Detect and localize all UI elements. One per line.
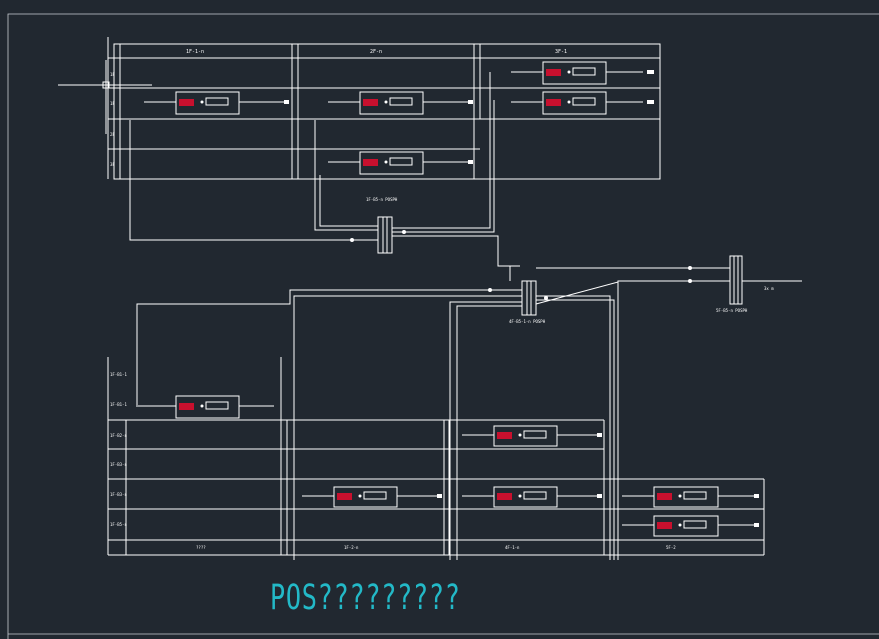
middle-wiring bbox=[136, 265, 619, 560]
device-unit[interactable] bbox=[328, 151, 473, 175]
device-unit[interactable] bbox=[511, 91, 654, 115]
hub-upper-label: 1F-B5-n POSPH bbox=[366, 197, 398, 202]
device-unit[interactable] bbox=[328, 91, 473, 115]
upper-frame: 1F-1-n 2F-n 3F-1 1F 1F 2F 3F bbox=[58, 37, 661, 180]
device-unit[interactable] bbox=[511, 61, 654, 85]
middle-hub[interactable]: 4F-B5-1-n POSPH bbox=[509, 280, 546, 324]
device-unit[interactable] bbox=[462, 486, 602, 508]
lower-frame: 1F-B1-1 1F-B1-1 1F-B2-n 1F-B3-n 1F-B3-n … bbox=[107, 357, 765, 556]
lower-col-footer-1: ???? bbox=[196, 545, 206, 550]
upper-col-header-1: 1F-1-n bbox=[186, 49, 204, 55]
hub-right-label: 5F-B5-n POSPH bbox=[716, 308, 748, 313]
right-hub[interactable]: 5F-B5-n POSPH 3x m bbox=[536, 255, 802, 313]
upper-col-header-2: 2F-n bbox=[370, 49, 382, 55]
lower-row-label-3: 1F-B2-n bbox=[110, 433, 127, 438]
device-unit[interactable] bbox=[136, 395, 274, 419]
device-unit[interactable] bbox=[302, 486, 442, 508]
lower-row-label-4: 1F-B3-n bbox=[110, 462, 127, 467]
page-title: POS????????? bbox=[270, 578, 461, 618]
lower-col-footer-4: 5F-2 bbox=[666, 545, 676, 550]
lower-row-label-6: 1F-B5-n bbox=[110, 522, 127, 527]
lower-col-footer-3: 4F-1-n bbox=[505, 545, 520, 550]
upper-row-label-3: 2F bbox=[110, 132, 115, 137]
lower-col-footer-2: 1F-2-n bbox=[344, 545, 359, 550]
upper-row-label-1: 1F bbox=[110, 72, 115, 77]
lower-row-label-2: 1F-B1-1 bbox=[110, 402, 127, 407]
device-unit[interactable] bbox=[144, 91, 289, 115]
right-out-label: 3x m bbox=[764, 286, 774, 291]
upper-col-header-3: 3F-1 bbox=[555, 49, 567, 55]
hub-lower-label: 4F-B5-1-n POSPH bbox=[509, 319, 546, 324]
device-unit[interactable] bbox=[622, 515, 759, 537]
upper-hub[interactable]: 1F-B5-n POSPH bbox=[366, 197, 398, 254]
lower-row-label-5: 1F-B3-n bbox=[110, 492, 127, 497]
device-unit[interactable] bbox=[462, 425, 602, 447]
lower-row-label-1: 1F-B1-1 bbox=[110, 372, 127, 377]
upper-row-label-2: 1F bbox=[110, 101, 115, 106]
drawing-border bbox=[7, 13, 879, 639]
device-unit[interactable] bbox=[622, 486, 759, 508]
upper-row-label-4: 3F bbox=[110, 162, 115, 167]
